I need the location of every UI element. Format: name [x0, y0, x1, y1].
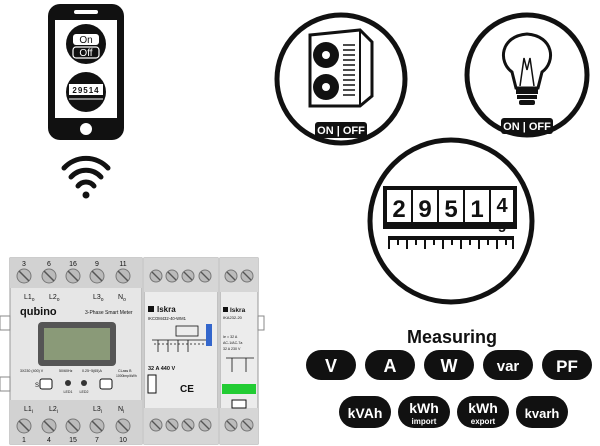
contactor-model: IKCOM432-40-WM1 — [148, 316, 187, 321]
measure-badge-var — [483, 350, 533, 380]
measure-label: V — [325, 356, 337, 376]
top-terminal-number: 16 — [69, 261, 77, 268]
home-button-icon — [80, 123, 92, 135]
led1-label: LED1 — [64, 390, 73, 394]
meter-spec: 1000imp/kWh — [116, 374, 137, 378]
measure-badge-kwh-import — [398, 396, 450, 428]
meter-title: 3-Phase Smart Meter — [85, 310, 133, 316]
small-contactor-switch[interactable] — [231, 399, 247, 409]
bottom-phase-label: L1i — [24, 406, 33, 415]
top-terminal-number: 11 — [119, 261, 126, 268]
contactor-brand: Iskra — [157, 305, 176, 314]
top-terminal-number: 6 — [47, 261, 51, 268]
contactor-device: Iskra IKCOM432-40-WM1 32 A 440 V CE — [143, 257, 219, 445]
counter-digit-3: 5 — [444, 196, 457, 223]
counter-digit-1: 2 — [392, 196, 405, 223]
bottom-phase-label: L3i — [93, 406, 102, 415]
smart-meter-device: 3 6 16 9 11 L1o L2o L3o No qubino 3-Phas… — [0, 257, 143, 445]
light-bulb-icon — [502, 32, 552, 105]
heatpump-unit-icon — [308, 28, 374, 108]
meter-button-right[interactable] — [99, 378, 113, 390]
small-contactor-model: IKA232-20 — [223, 315, 243, 320]
top-phase-label: L1o — [24, 294, 35, 303]
measure-label: var — [497, 358, 520, 375]
measure-label: kvarh — [525, 406, 560, 421]
small-contactor-spec: 32 A 230 V — [223, 347, 241, 351]
counter-digit-2: 9 — [418, 196, 431, 223]
contactor-schematic — [152, 325, 206, 352]
measure-badge-a — [365, 350, 415, 380]
meter-button-left[interactable] — [39, 378, 53, 390]
bottom-terminal-number: 15 — [69, 437, 77, 444]
light-switch[interactable] — [501, 118, 553, 134]
contactor-rating: 32 A 440 V — [148, 366, 175, 372]
small-contactor-brand: Iskra — [230, 307, 246, 314]
bottom-terminal-number: 1 — [22, 437, 26, 444]
measure-sublabel: import — [412, 417, 437, 426]
measure-label: A — [384, 356, 397, 376]
phone-energy-counter: 29514 — [66, 72, 106, 112]
meter-spec: 3X230 (400) V — [20, 369, 44, 373]
measure-label: kWh — [409, 400, 439, 416]
measure-label: kVAh — [348, 405, 383, 421]
power-toggle[interactable]: On Off — [66, 24, 106, 64]
led2-label: LED2 — [80, 390, 89, 394]
small-contactor-device: Iskra IKA232-20 Ie = 32 A AC-1/AC-7a 32 … — [219, 257, 265, 445]
small-contactor-spec: AC-1/AC-7a — [223, 341, 242, 345]
counter-digit-5: 4 — [496, 195, 508, 217]
measure-badge-kvarh — [516, 396, 568, 428]
top-terminal-number: 9 — [95, 261, 99, 268]
meter-brand: qubino — [20, 306, 57, 318]
measure-badge-pf — [542, 350, 592, 380]
measure-badge-v — [306, 350, 356, 380]
contactor-manual-switch[interactable] — [147, 374, 157, 394]
meter-button-label: S — [35, 383, 39, 389]
measure-label: kWh — [468, 400, 498, 416]
led1-indicator — [65, 380, 71, 386]
measure-label: W — [441, 356, 458, 376]
light-control: ON | OFF — [464, 12, 590, 138]
top-phase-label: L2o — [49, 294, 60, 303]
bottom-phase-label: Ni — [118, 406, 124, 415]
measure-badge-w — [424, 350, 474, 380]
energy-counter-display: 2 9 5 1 4 5 — [367, 137, 535, 305]
bottom-terminal-number: 4 — [47, 437, 51, 444]
bottom-terminal-number: 10 — [119, 437, 127, 444]
bottom-phase-label: L2i — [49, 406, 58, 415]
top-terminal-number: 3 — [22, 261, 26, 268]
measuring-panel: Measuring V A W var PF kVAh kWh import k… — [306, 327, 592, 428]
measure-badge-kwh-export — [457, 396, 509, 428]
small-contactor-status-bar — [222, 384, 256, 394]
small-contactor-schematic — [226, 357, 254, 372]
smartphone: On Off 29514 — [48, 4, 124, 140]
phone-counter-digits: 29514 — [72, 86, 99, 95]
top-phase-label: L3o — [93, 294, 104, 303]
measure-sublabel: export — [471, 417, 496, 426]
measuring-title: Measuring — [407, 327, 497, 347]
small-contactor-spec: Ie = 32 A — [223, 335, 238, 339]
meter-spec: 0.25~5(65)A — [82, 369, 102, 373]
measure-badge-kvah — [339, 396, 391, 428]
counter-digit-4: 1 — [470, 196, 483, 223]
light-switch-label: ON | OFF — [503, 121, 551, 133]
contactor-ce-mark: CE — [180, 384, 194, 395]
wifi-icon — [61, 155, 111, 199]
meter-lcd-display — [44, 328, 110, 360]
toggle-off-label: Off — [79, 48, 92, 59]
heatpump-switch-label: ON | OFF — [317, 125, 365, 137]
heatpump-switch[interactable] — [315, 122, 367, 138]
contactor-blue-tab[interactable] — [206, 324, 212, 346]
counter-scale — [388, 236, 514, 249]
top-phase-label: No — [118, 294, 126, 303]
meter-spec: 50/60Hz — [59, 369, 73, 373]
measure-label: PF — [556, 357, 578, 376]
meter-spec: CLass B — [118, 369, 132, 373]
heatpump-control: ON | OFF — [274, 12, 408, 146]
bottom-terminal-number: 7 — [95, 437, 99, 444]
toggle-on-label: On — [79, 35, 92, 46]
led2-indicator — [81, 380, 87, 386]
